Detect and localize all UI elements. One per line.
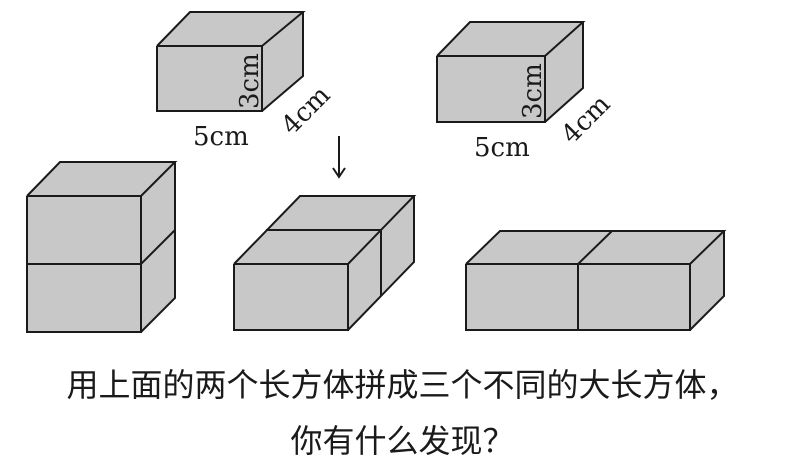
label-length-right: 5cm: [474, 133, 530, 163]
cuboid-stacked: [26, 161, 178, 333]
cuboid-depth-joined: [233, 195, 417, 331]
label-height-left: 3cm: [235, 53, 265, 109]
cuboid-length-joined: [465, 230, 727, 331]
cuboid-top-left: [156, 11, 306, 112]
cuboid-top-right: [436, 21, 586, 123]
label-height-right: 3cm: [518, 63, 548, 119]
down-arrow-icon: [332, 136, 346, 179]
question-line-1: 用上面的两个长方体拼成三个不同的大长方体，: [66, 366, 739, 404]
question-line-2: 你有什么发现？: [290, 422, 515, 460]
label-length-left: 5cm: [193, 122, 249, 152]
